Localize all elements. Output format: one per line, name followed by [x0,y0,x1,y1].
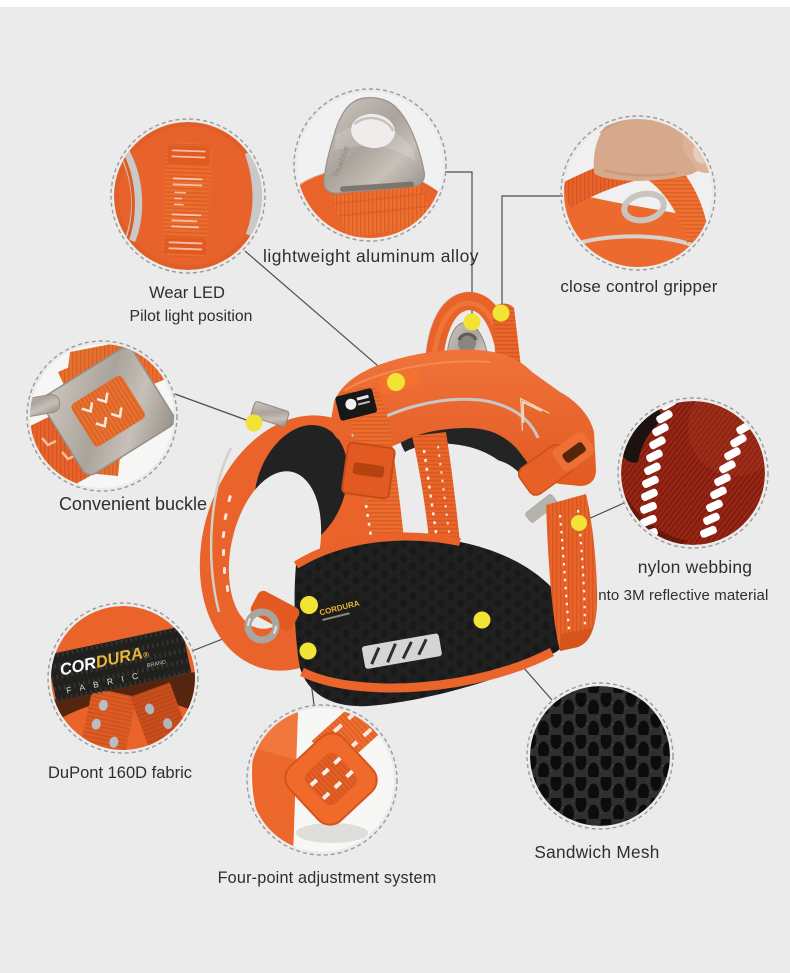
svg-text:Sandwich Mesh: Sandwich Mesh [534,842,659,862]
svg-text:lightweight aluminum alloy: lightweight aluminum alloy [263,246,479,266]
svg-text:Convenient buckle: Convenient buckle [59,494,207,514]
svg-text:Wear LED: Wear LED [149,284,225,302]
svg-text:BRAND: BRAND [146,659,166,669]
svg-text:DuPont 160D fabric: DuPont 160D fabric [48,764,192,782]
svg-text:close control gripper: close control gripper [560,277,717,296]
svg-text:Pilot light position: Pilot light position [130,308,253,325]
svg-text:Woven into 3M reflective mater: Woven into 3M reflective material [544,587,769,604]
svg-text:Four-point adjustment system: Four-point adjustment system [218,869,437,887]
svg-text:nylon webbing: nylon webbing [638,557,753,577]
